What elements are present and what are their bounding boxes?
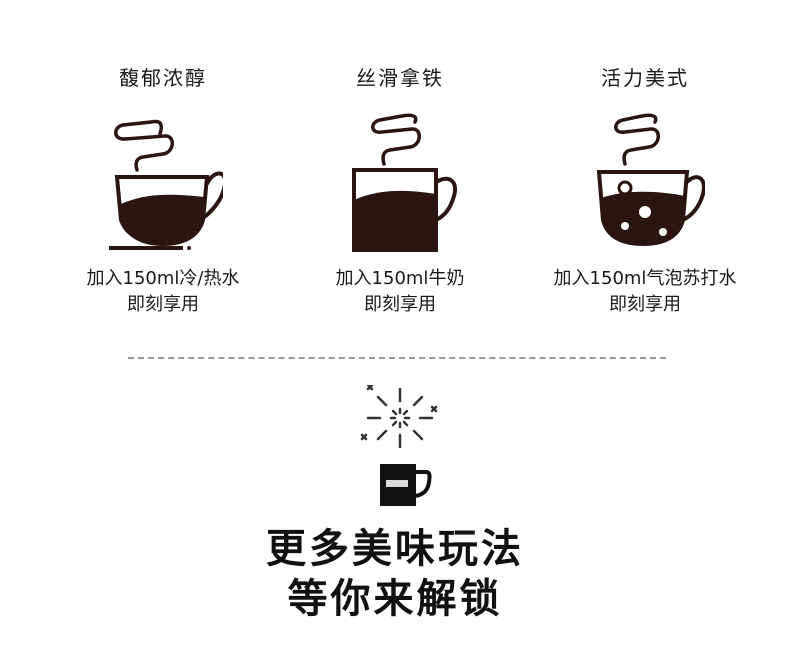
- firework-icon: [360, 385, 438, 449]
- product-instruction: 加入150ml牛奶: [335, 268, 465, 289]
- product-serve-note: 即刻享用: [127, 294, 199, 315]
- latte-glass-icon: [352, 113, 457, 252]
- product-instruction: 加入150ml气泡苏打水: [553, 268, 737, 289]
- dashed-divider: [128, 357, 666, 359]
- product-title: 活力美式: [601, 66, 689, 90]
- product-title: 馥郁浓醇: [119, 66, 207, 90]
- coffee-cup-icon: [109, 119, 223, 250]
- product-title: 丝滑拿铁: [356, 66, 444, 90]
- sparkling-cup-icon: [596, 113, 705, 247]
- nescafe-mug-icon: [380, 464, 432, 506]
- product-instruction: 加入150ml冷/热水: [86, 268, 240, 289]
- product-serve-note: 即刻享用: [609, 294, 681, 315]
- product-serve-note: 即刻享用: [364, 294, 436, 315]
- promo-headline: 更多美味玩法: [266, 526, 524, 572]
- promo-subheadline: 等你来解锁: [287, 576, 503, 622]
